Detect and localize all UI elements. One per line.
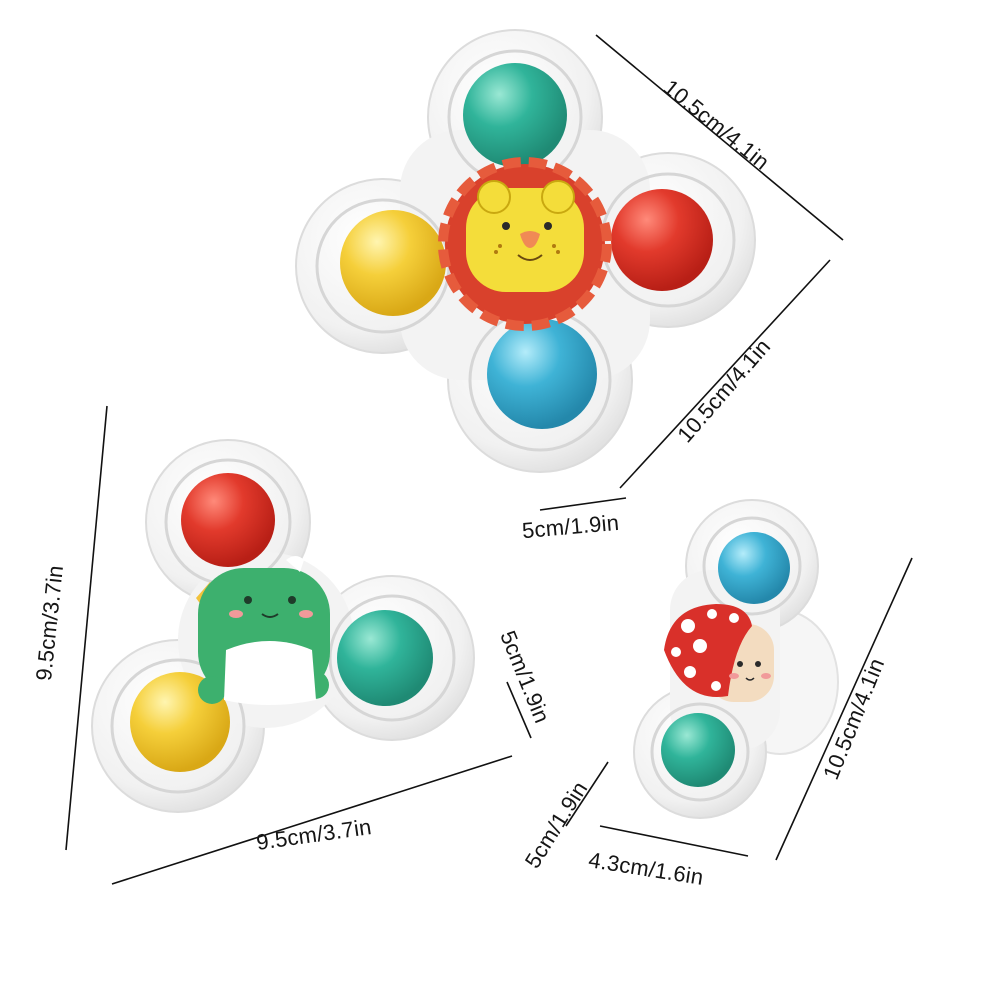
mushroom-character (664, 604, 774, 702)
teal-bubble (337, 610, 433, 706)
lion-width-line (595, 34, 844, 241)
teal-bubble (463, 63, 567, 167)
lion-cup-line (539, 497, 627, 511)
mush-cup-line (565, 761, 609, 827)
yellow-bubble (340, 210, 446, 316)
dino-height-line (65, 405, 108, 851)
dino-cup-line (506, 681, 532, 739)
mush-height-line (775, 557, 913, 861)
mushroom-spinner (633, 499, 839, 819)
blue-bubble (487, 319, 597, 429)
dinosaur-character (196, 556, 330, 705)
red-bubble (181, 473, 275, 567)
lion-face (438, 157, 612, 331)
teal-bubble (661, 713, 735, 787)
lion-height-line (619, 259, 831, 489)
blue-bubble (718, 532, 790, 604)
dinosaur-spinner (91, 439, 475, 813)
dino-width-line (111, 755, 513, 885)
mush-width-line (599, 825, 749, 857)
lion-spinner (295, 29, 756, 473)
dimension-lines (65, 34, 913, 885)
red-bubble (611, 189, 713, 291)
